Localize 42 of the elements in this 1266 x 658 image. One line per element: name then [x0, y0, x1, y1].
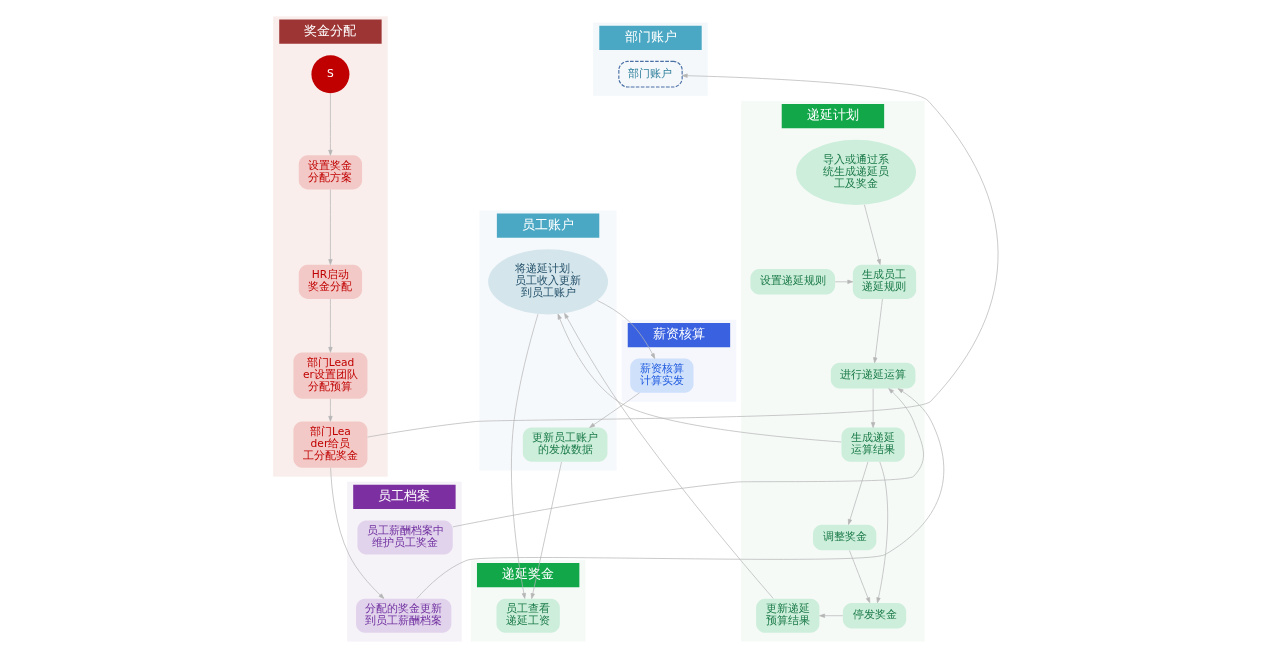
arrow [328, 189, 333, 265]
node-box: 进行递延运算 [830, 362, 916, 389]
arrow [328, 92, 333, 156]
node-box: 生成递延运算结果 [841, 427, 905, 462]
node-box: 薪资核算计算实发 [630, 358, 694, 393]
arrow [564, 312, 774, 599]
node-circle: S [311, 55, 350, 94]
node-box: 部门Leader设置团队分配预算 [293, 352, 368, 399]
arrow [557, 313, 842, 443]
arrow [511, 313, 539, 599]
arrow [873, 298, 883, 364]
node-box: 停发奖金 [842, 602, 907, 629]
node-box: 设置递延规则 [750, 269, 836, 295]
arrow [849, 550, 871, 604]
node-box: 员工薪酬档案中维护员工奖金 [357, 520, 453, 555]
node-box: 调整奖金 [813, 524, 877, 551]
node-box: 设置奖金分配方案 [298, 155, 363, 190]
arrow [589, 392, 640, 428]
node-box: 员工查看递延工资 [496, 598, 560, 633]
node-box: HR启动奖金分配 [298, 264, 363, 299]
arrow [864, 204, 881, 265]
arrow [328, 298, 333, 353]
node-box: 部门Leader给员工分配奖金 [293, 421, 368, 468]
node-box: 更新递延预算结果 [756, 598, 820, 633]
node-ellipse: 将递延计划、员工收入更新到员工账户 [488, 249, 609, 315]
node-box: 生成员工递延规则 [852, 264, 917, 299]
node-box: 部门账户 [618, 60, 683, 88]
arrow [330, 467, 385, 599]
arrow [847, 461, 869, 525]
arrow [530, 461, 562, 599]
arrow [328, 398, 333, 422]
arrow [834, 279, 854, 284]
node-box: 更新员工账户的发放数据 [522, 427, 608, 462]
arrow [367, 73, 999, 438]
arrow [871, 388, 876, 428]
node-box: 分配的奖金更新到员工薪酬档案 [356, 598, 452, 633]
arrow [597, 300, 656, 359]
arrow [876, 461, 889, 604]
arrow [416, 388, 945, 599]
arrow [452, 388, 924, 528]
arrow [819, 613, 844, 618]
node-ellipse: 导入或通过系统生成递延员工及奖金 [796, 139, 916, 205]
